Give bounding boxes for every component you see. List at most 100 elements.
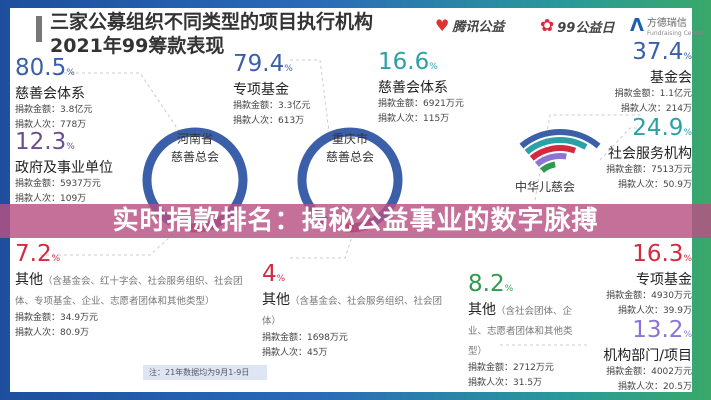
title-line-1: 三家公募组织不同类型的项目执行机构 (50, 11, 374, 33)
stat-percent: 37.4% (520, 40, 692, 69)
heart-icon: ♥ (435, 16, 450, 35)
a-mark-icon: Λ (630, 15, 644, 36)
percent-value: 13.2 (632, 317, 684, 343)
logo-text: 腾讯公益 (452, 20, 505, 35)
stat-block: 79.4% 专项基金 捐款金额：3.3亿元 捐款人次：613万 (233, 52, 433, 129)
donor-count: 捐款人次：50.9万 (617, 180, 692, 190)
donor-count: 捐款人次：80.9万 (15, 328, 90, 338)
category-note: （含基金会、社会服务组织、社会团体） (262, 296, 443, 327)
stat-label: 其他（含基金会、社会服务组织、社会团体） (262, 291, 442, 331)
donut-segment (524, 137, 588, 155)
stat-block: 16.3% 专项基金 捐款金额：4930万元 捐款人次：39.9万 (520, 242, 692, 319)
donut-segment (529, 145, 577, 161)
donut-label-cccf: 中华儿慈会 (505, 178, 585, 196)
stat-block: 24.9% 社会服务机构 捐款金额：7513万元 捐款人次：50.9万 (520, 116, 692, 193)
stat-percent: 24.9% (520, 116, 692, 145)
stat-label: 机构部门/项目 (520, 347, 692, 365)
connector-line (599, 127, 640, 161)
donation-amount: 捐款金额：34.9万元 (15, 313, 99, 323)
flower-icon: ✿ (540, 16, 555, 36)
stat-label: 社会服务机构 (520, 145, 692, 163)
donut-segment (142, 127, 248, 226)
percent-value: 16.6 (378, 49, 430, 75)
donor-count: 捐款人次：109万 (15, 194, 87, 204)
percent-unit: % (683, 330, 692, 340)
stat-percent: 8.2% (468, 272, 586, 301)
category-name: 慈善会体系 (378, 80, 448, 96)
percent-value: 7.2 (15, 241, 52, 267)
category-name: 社会服务机构 (608, 146, 692, 162)
stat-block: 16.6% 慈善会体系 捐款金额：6921万元 捐款人次：115万 (378, 50, 578, 127)
percent-value: 80.5 (15, 55, 67, 81)
stat-label: 慈善会体系 (15, 85, 215, 103)
percent-value: 8.2 (468, 271, 505, 297)
donor-count: 捐款人次：20.5万 (617, 382, 692, 392)
title-line-2: 2021年99筹款表现 (50, 35, 225, 57)
percent-unit: % (429, 62, 438, 72)
percent-unit: % (51, 254, 61, 264)
donation-amount: 捐款金额：1.1亿元 (614, 89, 692, 99)
logo-text: 99公益日 (557, 20, 615, 36)
donor-count: 捐款人次：45万 (262, 348, 328, 358)
day99-logo: ✿99公益日 (540, 16, 614, 36)
stat-block: 8.2% 其他（含社会团体、企业、志愿者团体和其他类型） 捐款金额：2712万元… (468, 272, 586, 391)
donut-name: 中华儿慈会 (514, 180, 575, 194)
percent-unit: % (683, 52, 692, 62)
category-name: 专项基金 (636, 272, 692, 288)
percent-value: 79.4 (233, 51, 285, 77)
stat-percent: 12.3% (15, 130, 215, 159)
logo-text: 方德瑞信 (646, 18, 687, 29)
donut-sub: 慈善总会 (170, 150, 219, 164)
donut-label-henan: 河南省慈善总会 (155, 130, 235, 166)
stat-block: 37.4% 基金会 捐款金额：1.1亿元 捐款人次：214万 (520, 40, 692, 117)
category-name: 其他 (15, 272, 43, 288)
percent-value: 37.4 (632, 39, 684, 65)
percent-value: 16.3 (632, 241, 684, 267)
percent-unit: % (504, 284, 514, 294)
stat-percent: 16.6% (378, 50, 578, 79)
stat-percent: 7.2% (15, 242, 255, 271)
stat-block: 80.5% 慈善会体系 捐款金额：3.8亿元 捐款人次：778万 (15, 56, 215, 133)
category-name: 专项基金 (233, 82, 289, 98)
donation-amount: 捐款金额：7513万元 (606, 165, 692, 175)
donation-amount: 捐款金额：3.8亿元 (15, 105, 93, 115)
percent-unit: % (66, 68, 75, 78)
infographic-card (10, 8, 692, 392)
category-name: 其他 (468, 302, 496, 318)
tencent-charity-logo: ♥腾讯公益 (435, 16, 504, 35)
donation-amount: 捐款金额：2712万元 (468, 363, 554, 373)
percent-unit: % (66, 142, 75, 152)
stat-block: 4% 其他（含基金会、社会服务组织、社会团体） 捐款金额：1698万元 捐款人次… (262, 262, 442, 361)
category-name: 基金会 (650, 70, 692, 86)
donor-count: 捐款人次：613万 (233, 116, 305, 126)
donor-count: 捐款人次：39.9万 (617, 306, 692, 316)
donut-name: 河南省 (176, 132, 213, 146)
stat-block: 13.2% 机构部门/项目 捐款金额：4002万元 捐款人次：20.5万 (520, 318, 692, 395)
percent-unit: % (683, 128, 692, 138)
percent-unit: % (683, 254, 692, 264)
donut-name: 重庆市 (331, 132, 368, 146)
percent-value: 12.3 (15, 129, 67, 155)
connector-line (534, 114, 640, 201)
percent-value: 24.9 (632, 115, 684, 141)
footnote: 注：21年数据均为9月1-9日 (143, 365, 267, 380)
stat-block: 7.2% 其他（含基金会、红十字会、社会服务组织、社会团体、专项基金、企业、志愿… (15, 242, 255, 341)
stat-block: 12.3% 政府及事业单位 捐款金额：5937万元 捐款人次：109万 (15, 130, 215, 207)
stat-percent: 16.3% (520, 242, 692, 271)
donation-amount: 捐款金额：4930万元 (606, 291, 692, 301)
connector-line (290, 59, 331, 141)
donut-segment (519, 129, 601, 149)
overlay-banner: 实时捐款排名：揭秘公益事业的数字脉搏 (0, 204, 711, 238)
percent-unit: % (284, 64, 293, 74)
stat-label: 专项基金 (233, 81, 433, 99)
donation-amount: 捐款金额：4002万元 (606, 367, 692, 377)
category-note: （含社会团体、企业、志愿者团体和其他类型） (468, 306, 573, 357)
connector-line (40, 227, 181, 256)
stat-label: 专项基金 (520, 271, 692, 289)
stat-label: 慈善会体系 (378, 79, 578, 97)
donor-count: 捐款人次：31.5万 (468, 378, 543, 388)
donor-count: 捐款人次：115万 (378, 114, 450, 124)
title-accent-bar (36, 16, 42, 42)
